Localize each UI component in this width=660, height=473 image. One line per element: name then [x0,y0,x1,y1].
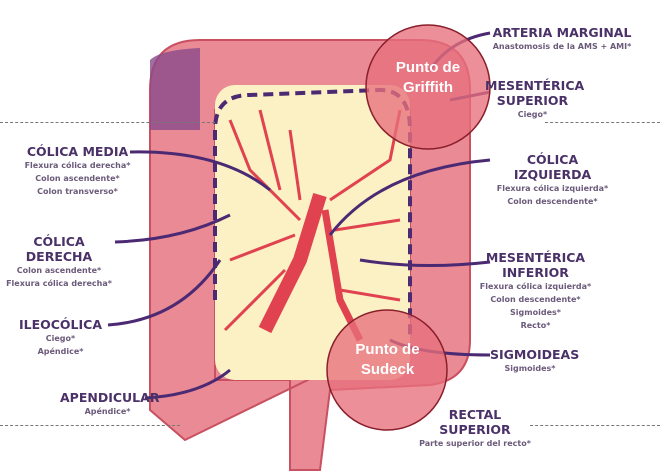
label-item: Sigmoides* [504,364,556,373]
dotted-divider [545,122,660,123]
label-item: Recto* [520,321,551,330]
sudeck-highlight [326,309,448,431]
label-title: CÓLICA MEDIA [26,144,129,159]
label-item: Flexura cólica izquierda* [496,184,609,193]
label-title: MESENTÉRICA SUPERIOR [485,78,585,108]
label-item: Colon descendente* [507,197,598,206]
griffith-label: Punto de Griffith [395,59,461,96]
label-item: Anastomosis de la AMS + AMI* [492,42,632,51]
label-title: MESENTÉRICA INFERIOR [485,250,586,280]
label-item: Colon transverso* [37,187,118,196]
label-item: Apéndice* [37,347,84,356]
label-title: ILEOCÓLICA [18,317,103,332]
sudeck-label: Punto de Sudeck [355,341,420,378]
label-title: CÓLICA IZQUIERDA [513,152,592,182]
label-colica-izquierda: CÓLICA IZQUIERDA Flexura cólica izquierd… [490,152,615,208]
label-item: Colon ascendente* [35,174,120,183]
label-apendicular: APENDICULAR Apéndice* [60,390,160,418]
label-mesenterica-superior: MESENTÉRICA SUPERIOR Ciego* [485,78,585,121]
griffith-highlight [365,24,491,150]
label-title: ARTERIA MARGINAL [492,25,632,40]
label-item: Flexura cólica derecha* [24,161,131,170]
label-title: APENDICULAR [60,390,160,405]
dotted-divider [0,425,180,426]
label-item: Colon descendente* [490,295,581,304]
label-mesenterica-inferior: MESENTÉRICA INFERIOR Flexura cólica izqu… [478,250,593,332]
label-colica-derecha: CÓLICA DERECHA Colon ascendente* Flexura… [0,234,118,290]
label-sigmoideas: SIGMOIDEAS Sigmoides* [490,347,580,375]
label-title: RECTAL SUPERIOR [439,407,511,437]
label-colica-media: CÓLICA MEDIA Flexura cólica derecha* Col… [15,144,140,198]
label-item: Ciego* [517,110,548,119]
label-item: Parte superior del recto* [419,439,531,448]
label-item: Sigmoides* [510,308,561,317]
label-item: Flexura cólica derecha* [6,279,112,288]
dotted-divider [530,425,660,426]
label-item: Ciego* [45,334,76,343]
label-ileocolica: ILEOCÓLICA Ciego* Apéndice* [18,317,103,358]
label-arteria-marginal: ARTERIA MARGINAL Anastomosis de la AMS +… [482,25,642,53]
label-item: Colon ascendente* [16,266,102,275]
label-title: CÓLICA DERECHA [25,234,93,264]
label-item: Apéndice* [84,407,131,416]
label-item: Flexura cólica izquierda* [479,282,592,291]
dotted-divider [0,122,215,123]
marginal-artery [213,87,412,340]
label-title: SIGMOIDEAS [490,347,580,362]
label-rectal-superior: RECTAL SUPERIOR Parte superior del recto… [415,407,535,450]
